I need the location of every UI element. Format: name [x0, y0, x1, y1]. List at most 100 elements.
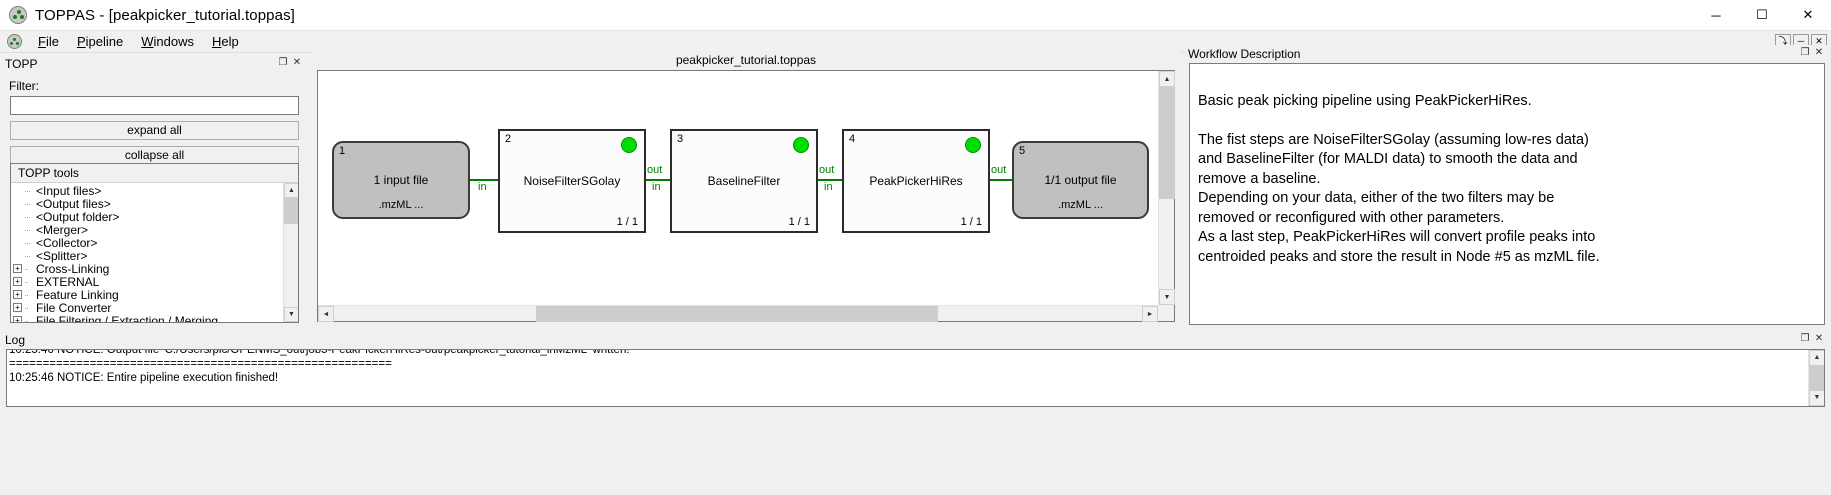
- tree-item-input-files[interactable]: ··· <Input files>: [11, 183, 298, 198]
- tree-item-cross-linking[interactable]: + ·· Cross-Linking: [11, 262, 298, 276]
- edge-1-2: [470, 179, 500, 181]
- log-scrollbar-thumb[interactable]: [1809, 366, 1824, 390]
- expand-icon[interactable]: +: [13, 290, 22, 299]
- port-label-out-2: out: [647, 164, 663, 176]
- topp-tools-tree-list: ··· <Input files> ··· <Output files> ···…: [11, 183, 298, 322]
- pipeline-mdi-area: peakpicker_tutorial.toppas 1 1 input fil…: [311, 52, 1181, 328]
- menu-pipeline[interactable]: Pipeline: [76, 34, 124, 49]
- tree-item-output-folder[interactable]: ··· <Output folder>: [11, 210, 298, 224]
- log-lines: 10:25:46 NOTICE: Output file 'C:/Users/p…: [9, 349, 1806, 385]
- expand-icon[interactable]: +: [13, 277, 22, 286]
- canvas-hscroll-thumb[interactable]: [536, 306, 938, 322]
- workflow-description-close-icon[interactable]: ✕: [1814, 46, 1824, 58]
- tree-item-file-converter[interactable]: + ·· File Converter: [11, 300, 298, 315]
- menu-file[interactable]: File: [38, 34, 59, 49]
- tree-branch-line: ··: [24, 276, 29, 287]
- node-number: 5: [1019, 145, 1026, 157]
- log-vertical-scrollbar[interactable]: ▲ ▼: [1808, 350, 1824, 406]
- desc-line: As a last step, PeakPickerHiRes will con…: [1198, 229, 1596, 245]
- node-number: 2: [505, 133, 512, 145]
- pipeline-node-baselinefilter[interactable]: 3 BaselineFilter 1 / 1: [670, 129, 818, 233]
- tree-item-label: <Splitter>: [36, 248, 88, 263]
- port-label-out-4: out: [991, 164, 1007, 176]
- menu-help[interactable]: Help: [211, 34, 239, 49]
- desc-line: Depending on your data, either of the tw…: [1198, 190, 1555, 206]
- topp-panel-title: TOPP: [5, 56, 38, 71]
- topp-tools-tree-body[interactable]: ··· <Input files> ··· <Output files> ···…: [11, 183, 298, 322]
- node-progress-count: 1 / 1: [616, 216, 638, 228]
- log-scroll-up-icon[interactable]: ▲: [1809, 350, 1824, 366]
- tree-item-feature-linking[interactable]: + ·· Feature Linking: [11, 287, 298, 302]
- expand-icon[interactable]: +: [13, 264, 22, 273]
- pipeline-node-output-file[interactable]: 5 1/1 output file .mzML ...: [1012, 141, 1149, 219]
- canvas-scroll-right-icon[interactable]: ►: [1142, 306, 1158, 322]
- expand-all-button[interactable]: expand all: [10, 121, 299, 140]
- tree-item-file-filtering[interactable]: + ·· File Filtering / Extraction / Mergi…: [11, 314, 298, 322]
- topp-panel-float-icon[interactable]: ❐: [278, 56, 288, 68]
- expand-icon[interactable]: +: [13, 316, 22, 322]
- log-panel-close-icon[interactable]: ✕: [1814, 332, 1824, 344]
- tree-scroll-up-icon[interactable]: ▲: [284, 183, 298, 198]
- tree-item-merger[interactable]: ··· <Merger>: [11, 222, 298, 237]
- desc-spacer: [1198, 72, 1816, 92]
- canvas-scroll-left-icon[interactable]: ◄: [318, 306, 334, 322]
- tree-branch-line: ··: [24, 315, 29, 323]
- pipeline-node-noisefiltersgolay[interactable]: 2 NoiseFilterSGolay 1 / 1: [498, 129, 646, 233]
- expand-icon[interactable]: +: [13, 303, 22, 312]
- canvas-horizontal-scrollbar[interactable]: ◄ ►: [318, 305, 1158, 322]
- tree-item-collector[interactable]: ··· <Collector>: [11, 236, 298, 250]
- node-progress-count: 1 / 1: [788, 216, 810, 228]
- toppas-menu-icon: [7, 34, 22, 49]
- log-scroll-down-icon[interactable]: ▼: [1809, 390, 1824, 406]
- log-line: 10:25:46 NOTICE: Output file 'C:/Users/p…: [9, 349, 630, 356]
- tree-item-output-files[interactable]: ··· <Output files>: [11, 196, 298, 211]
- close-button[interactable]: ✕: [1802, 7, 1814, 22]
- tree-branch-line: ··: [24, 263, 29, 274]
- canvas-vscroll-thumb[interactable]: [1159, 87, 1175, 199]
- topp-panel-header: TOPP ❐ ✕: [2, 55, 307, 72]
- filter-input[interactable]: [10, 96, 299, 115]
- workflow-description-float-icon[interactable]: ❐: [1800, 46, 1810, 58]
- tree-branch-line: ···: [24, 211, 31, 222]
- node-number: 1: [339, 145, 346, 157]
- log-output[interactable]: 10:25:46 NOTICE: Output file 'C:/Users/p…: [6, 349, 1825, 407]
- topp-panel-close-icon[interactable]: ✕: [292, 56, 302, 68]
- edge-2-3: [646, 179, 674, 181]
- tree-item-label: Feature Linking: [36, 287, 119, 302]
- tree-item-label: <Merger>: [36, 222, 89, 237]
- tree-item-label: <Input files>: [36, 183, 102, 198]
- tree-item-label: File Converter: [36, 300, 112, 315]
- workflow-description-dock: Workflow Description ❐ ✕ Basic peak pick…: [1185, 45, 1829, 328]
- desc-spacer: [1198, 111, 1816, 131]
- canvas-scroll-corner: [1158, 305, 1174, 321]
- tree-vertical-scrollbar[interactable]: ▲ ▼: [283, 183, 298, 322]
- tree-branch-line: ···: [24, 198, 31, 209]
- filter-label: Filter:: [9, 79, 39, 93]
- pipeline-canvas[interactable]: 1 1 input file .mzML ... in 2 NoiseFilte…: [318, 71, 1158, 305]
- pipeline-node-peakpickerhires[interactable]: 4 PeakPickerHiRes 1 / 1: [842, 129, 990, 233]
- workflow-description-text[interactable]: Basic peak picking pipeline using PeakPi…: [1189, 63, 1825, 325]
- tree-item-splitter[interactable]: ··· <Splitter>: [11, 248, 298, 263]
- port-label-in-2: in: [478, 181, 487, 193]
- canvas-scroll-down-icon[interactable]: ▼: [1159, 289, 1175, 305]
- log-panel-header: Log ❐ ✕: [2, 331, 1829, 348]
- menu-windows[interactable]: Windows: [141, 34, 194, 49]
- node-file-type: .mzML ...: [378, 199, 424, 211]
- minimize-button[interactable]: ─: [1711, 7, 1721, 23]
- document-tab-title: peakpicker_tutorial.toppas: [311, 52, 1181, 70]
- desc-line: remove a baseline.: [1198, 170, 1321, 187]
- log-panel-float-icon[interactable]: ❐: [1800, 332, 1810, 344]
- maximize-button[interactable]: ☐: [1756, 7, 1768, 22]
- tree-scroll-down-icon[interactable]: ▼: [284, 307, 298, 322]
- canvas-scroll-up-icon[interactable]: ▲: [1159, 71, 1175, 87]
- canvas-vertical-scrollbar[interactable]: ▲ ▼: [1158, 71, 1175, 305]
- tree-scrollbar-thumb[interactable]: [284, 198, 298, 224]
- tree-item-label: <Output files>: [36, 196, 111, 211]
- log-line: ========================================…: [9, 358, 392, 370]
- pipeline-node-input-file[interactable]: 1 1 input file .mzML ...: [332, 141, 470, 219]
- node-status-icon: [793, 137, 809, 153]
- tree-item-external[interactable]: + ·· EXTERNAL: [11, 275, 298, 289]
- tree-branch-line: ··: [24, 302, 29, 313]
- desc-line: and BaselineFilter (for MALDI data) to s…: [1198, 151, 1578, 167]
